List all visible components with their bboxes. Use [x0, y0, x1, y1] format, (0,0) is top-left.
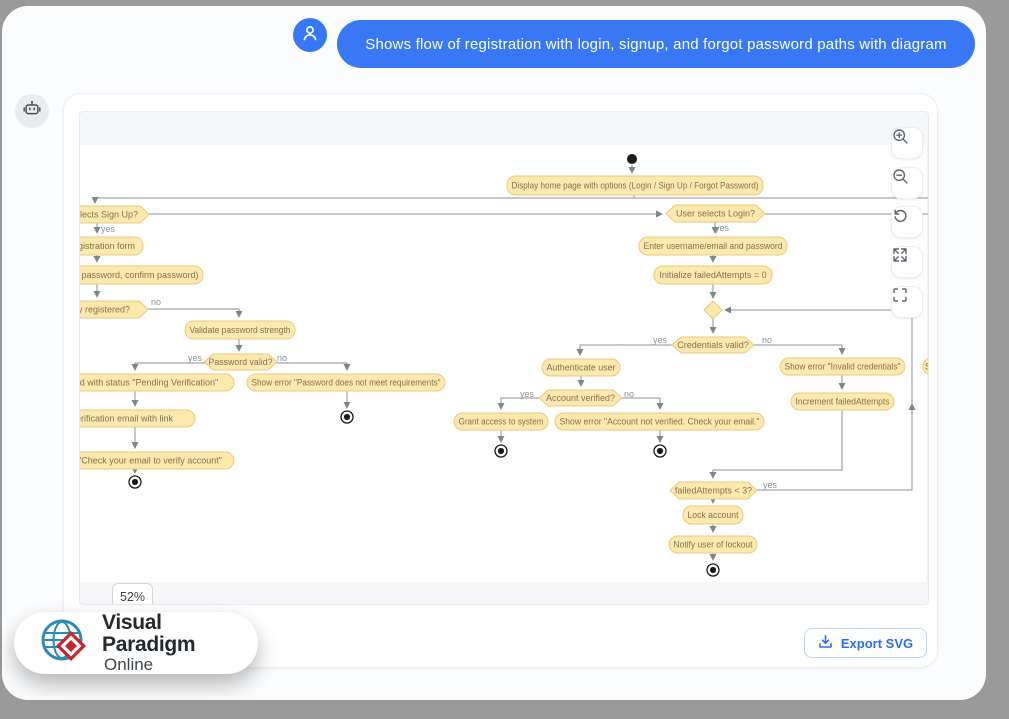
person-icon [301, 24, 319, 47]
edge-label-acct-no: no [624, 389, 634, 399]
svg-text:User selects Login?: User selects Login? [676, 209, 755, 219]
export-svg-label: Export SVG [840, 635, 914, 651]
node-select-login[interactable]: User selects Login? [665, 204, 766, 223]
activity-diagram: Display home page with options (Login / … [80, 145, 929, 582]
svg-text:Show error "Account not verifi: Show error "Account not verified. Check … [560, 417, 760, 427]
svg-text:S: S [925, 362, 929, 372]
visual-paradigm-logo[interactable]: Visual Paradigm Online [14, 611, 258, 675]
flow-edge [709, 410, 843, 479]
edge-label-pwd-yes: yes [188, 353, 203, 363]
download-icon [818, 634, 833, 652]
svg-text:Send verification email with l: Send verification email with link [80, 414, 174, 424]
svg-text:Increment failedAttempts: Increment failedAttempts [796, 397, 890, 407]
svg-text:Create user record with status: Create user record with status "Pending … [80, 378, 218, 388]
flow-edge [622, 397, 664, 410]
svg-text:Show error "Invalid credential: Show error "Invalid credentials" [785, 362, 901, 372]
fullscreen-button[interactable] [891, 286, 923, 318]
flow-edge [131, 362, 207, 371]
zoom-in-button[interactable] [891, 127, 923, 159]
diagram-response-card: Display home page with options (Login / … [63, 93, 938, 668]
svg-text:Authenticate user: Authenticate user [547, 363, 616, 373]
svg-text:Validate password strength: Validate password strength [190, 325, 291, 335]
svg-text:Grant access to system: Grant access to system [459, 417, 544, 427]
node-show-error-password[interactable]: Show error "Password does not meet requi… [246, 373, 446, 392]
node-notify-lockout[interactable]: Notify user of lockout [668, 535, 758, 554]
svg-text:Enter details (email, password: Enter details (email, password, confirm … [80, 270, 199, 280]
svg-text:Show error "Password does not: Show error "Password does not meet requi… [252, 378, 441, 388]
svg-text:Initialize failedAttempts = 0: Initialize failedAttempts = 0 [659, 270, 766, 280]
node-already-registered[interactable]: Already registered? [80, 300, 149, 319]
node-authenticate[interactable]: Authenticate user [541, 358, 621, 377]
bot-avatar [15, 94, 49, 128]
svg-text:User selects Sign Up?: User selects Sign Up? [80, 210, 138, 220]
user-message-text: Shows flow of registration with login, s… [365, 35, 947, 53]
zoom-out-button[interactable] [891, 167, 923, 199]
robot-icon [22, 99, 42, 124]
edge-label-attempts-yes: yes [763, 480, 778, 490]
node-init-attempts[interactable]: Initialize failedAttempts = 0 [653, 265, 773, 285]
edge-label-acct-yes: yes [520, 389, 535, 399]
node-account-verified[interactable]: Account verified? [538, 389, 623, 407]
edge-label-cred-no: no [762, 335, 772, 345]
edge-label-pwd-no: no [277, 353, 287, 363]
node-enter-credentials[interactable]: Enter username/email and password [638, 236, 788, 256]
node-end-grant[interactable] [494, 444, 508, 458]
flow-edge [576, 344, 672, 356]
svg-text:Show message "Check your email: Show message "Check your email to verify… [80, 456, 222, 466]
svg-text:failedAttempts < 3?: failedAttempts < 3? [675, 486, 752, 496]
zoom-level-badge: 52% [112, 583, 153, 604]
node-select-signup[interactable]: User selects Sign Up? [80, 205, 150, 224]
node-attempts-check[interactable]: failedAttempts < 3? [669, 481, 758, 500]
node-end-not-verified[interactable] [653, 444, 667, 458]
brand-subname: Online [104, 655, 154, 675]
svg-text:Lock account: Lock account [688, 510, 739, 520]
globe-logo-icon [40, 615, 92, 672]
svg-text:Notify user of lockout: Notify user of lockout [674, 540, 753, 550]
node-enter-details[interactable]: Enter details (email, password, confirm … [80, 265, 204, 285]
reset-view-button[interactable] [891, 206, 923, 238]
node-password-valid[interactable]: Password valid? [203, 353, 278, 371]
user-avatar [293, 18, 327, 52]
node-create-record[interactable]: Create user record with status "Pending … [80, 373, 235, 392]
flow-edge [148, 308, 243, 318]
node-reg-form[interactable]: Display registration form [80, 236, 144, 256]
edge-label-cred-yes: yes [653, 335, 668, 345]
expand-button[interactable] [891, 246, 923, 278]
node-end-lockout[interactable] [706, 563, 720, 577]
node-start[interactable] [627, 154, 637, 164]
node-lock-account[interactable]: Lock account [682, 505, 744, 525]
svg-text:Enter username/email and passw: Enter username/email and password [644, 241, 783, 251]
svg-text:Already registered?: Already registered? [80, 305, 130, 315]
brand-text: Visual Paradigm Online [102, 611, 258, 675]
node-error-not-verified[interactable]: Show error "Account not verified. Check … [554, 412, 765, 431]
diagram-viewport[interactable]: Display home page with options (Login / … [79, 111, 929, 605]
svg-text:Password valid?: Password valid? [209, 357, 273, 367]
svg-text:Credentials valid?: Credentials valid? [677, 340, 749, 350]
node-increment-attempts[interactable]: Increment failedAttempts [790, 392, 895, 411]
edge-label-signup-yes: yes [101, 224, 116, 234]
node-validate-strength[interactable]: Validate password strength [184, 320, 296, 340]
node-send-verification[interactable]: Send verification email with link [80, 409, 196, 428]
node-error-invalid[interactable]: Show error "Invalid credentials" [779, 357, 906, 376]
user-message-bubble: Shows flow of registration with login, s… [337, 20, 975, 68]
flow-edge [497, 397, 539, 410]
node-end-verify[interactable] [128, 475, 142, 489]
node-merge[interactable] [703, 300, 723, 320]
svg-text:Display registration form: Display registration form [80, 241, 135, 251]
export-svg-button[interactable]: Export SVG [804, 628, 927, 658]
flow-edge [754, 344, 846, 355]
node-clipped-right[interactable]: S [922, 358, 929, 375]
flow-edge [277, 362, 351, 371]
node-end-password-error[interactable] [340, 410, 354, 424]
edge-label-already-no: no [151, 297, 161, 307]
edge-label-login-yes: yes [715, 223, 730, 233]
node-grant-access[interactable]: Grant access to system [453, 412, 549, 431]
brand-name: Visual Paradigm [102, 611, 196, 657]
node-credentials-valid[interactable]: Credentials valid? [671, 336, 755, 354]
node-display-home[interactable]: Display home page with options (Login / … [506, 175, 764, 196]
svg-text:Account verified?: Account verified? [546, 393, 615, 403]
node-check-email-msg[interactable]: Show message "Check your email to verify… [80, 451, 235, 470]
svg-text:Display home page with options: Display home page with options (Login / … [512, 181, 759, 191]
flow-edge [724, 306, 913, 491]
